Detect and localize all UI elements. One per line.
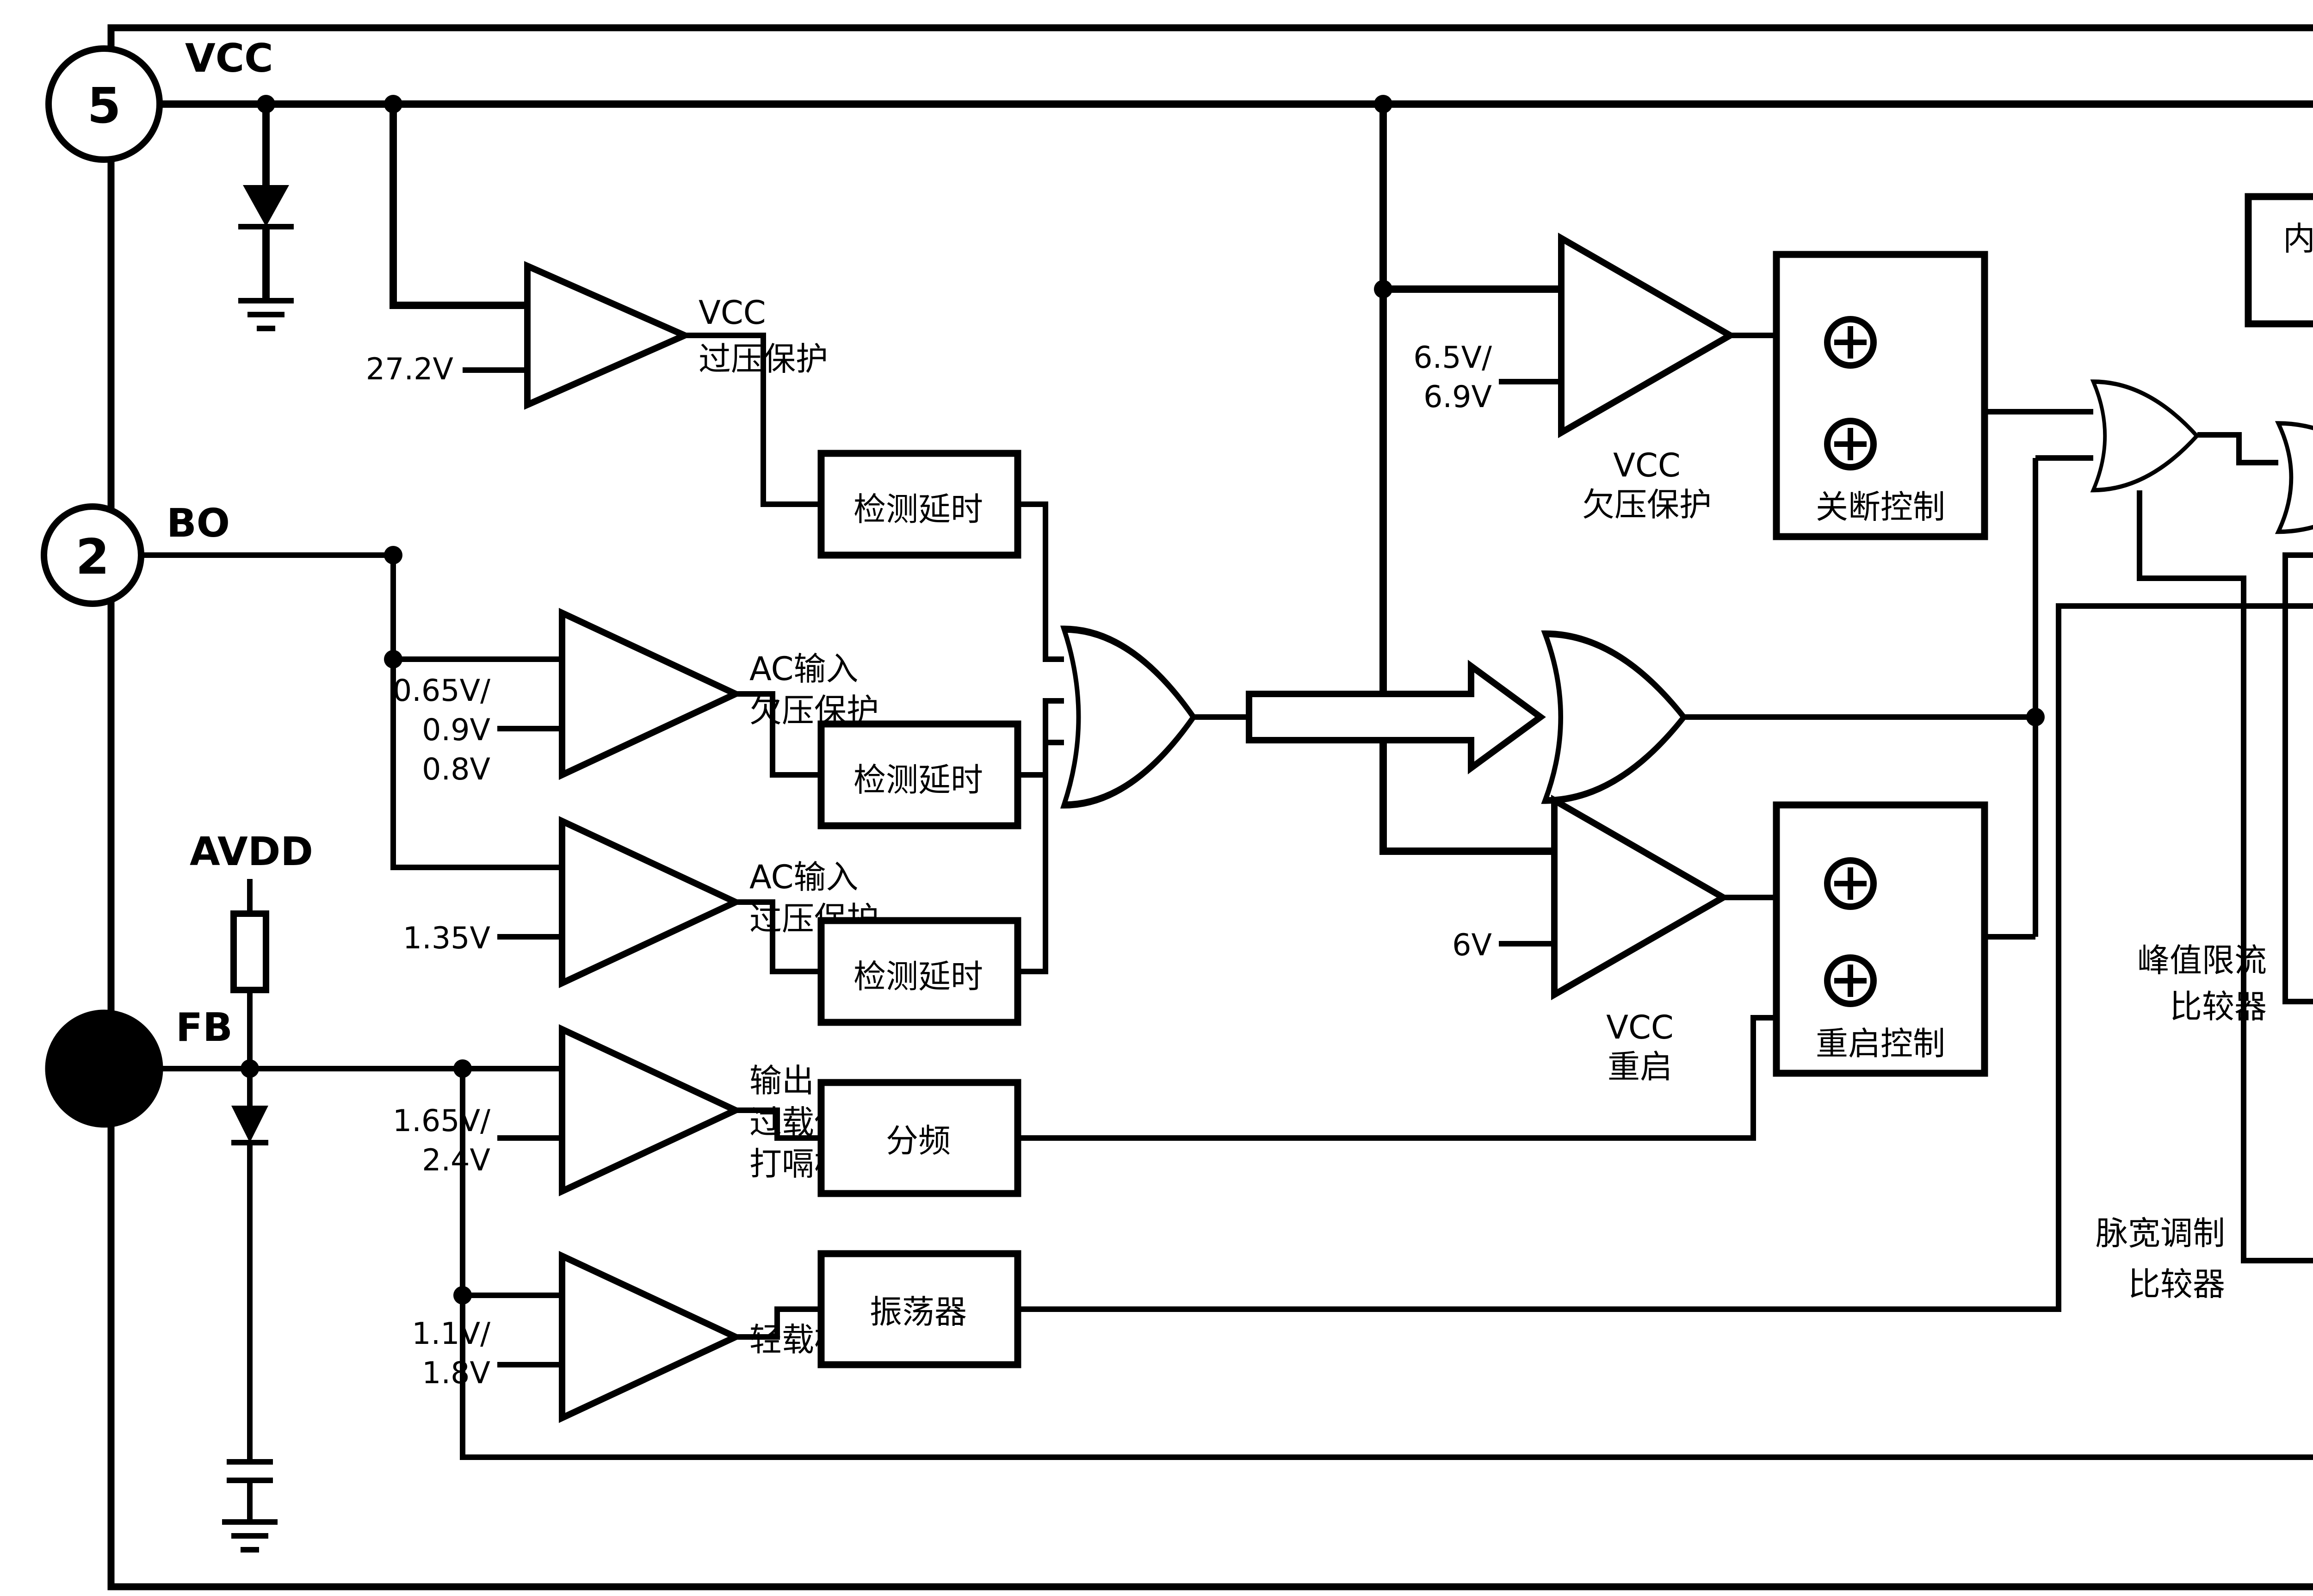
delay-block-3-label: 检测延时 <box>853 958 983 996</box>
divider-block <box>817 1079 1021 1197</box>
delay-block-3 <box>817 917 1021 1026</box>
comparator-ac-uv <box>559 608 743 780</box>
pin-fb-number: 1 <box>87 1042 121 1099</box>
pin-bo-number: 2 <box>75 529 109 585</box>
label-vcc-ovp-2: 过压保护 <box>699 340 828 378</box>
label-restart-2: 重启 <box>1608 1048 1672 1086</box>
wires <box>141 100 2313 1522</box>
internal-supply-label-1: 内部供电 <box>2283 220 2313 258</box>
label-restart-1: VCC <box>1606 1008 1674 1046</box>
or-gate-2 <box>1541 630 1688 804</box>
ground-icon <box>238 298 294 331</box>
restart-control-label: 重启控制 <box>1816 1025 1945 1063</box>
junction-dots <box>241 95 2045 1305</box>
fb-bias-chain: AVDD <box>190 829 313 1553</box>
junction-dot <box>453 1059 472 1078</box>
pin-bo-label: BO <box>167 501 230 546</box>
ref-vcc-ovp: 27.2V <box>366 352 453 387</box>
comparator-light-load <box>559 1251 743 1423</box>
delay-block-1 <box>817 450 1021 559</box>
pin-vcc-number: 5 <box>87 78 121 134</box>
middle-logic-section: 6.5V/ 6.9V VCC 欠压保护 6V VCC 重启 关断控制 <box>1060 232 2313 1086</box>
wire-vcc-rail <box>160 100 2313 855</box>
wire-logic-chain <box>1194 409 2313 1263</box>
label-pwm-1: 脉宽调制 <box>2096 1214 2225 1252</box>
label-olp-1: 输出 <box>749 1062 814 1100</box>
pin-bo <box>41 503 144 607</box>
comparator-vcc-ovp <box>524 261 693 410</box>
top-section: 高压启动 电流源 内部供电 电源 AVDD <box>238 185 2313 331</box>
comparator-ac-ov <box>559 816 743 988</box>
label-ac-ov-1: AC输入 <box>749 858 859 896</box>
oscillator-block-label: 振荡器 <box>870 1293 967 1331</box>
internal-supply-block <box>2245 193 2313 328</box>
divider-block-label: 分频 <box>886 1122 951 1160</box>
label-peak-2: 比较器 <box>2170 988 2267 1026</box>
wire-block-outputs <box>1018 501 2313 1312</box>
or-gate-3 <box>2090 379 2200 493</box>
ref-ac-uv-3: 0.8V <box>422 752 490 787</box>
junction-dot <box>384 546 402 564</box>
junction-dot <box>1374 280 1392 298</box>
ref-olp-1: 1.65V/ <box>393 1104 490 1138</box>
ref-restart-1: 6V <box>1452 928 1492 963</box>
zener-diode-icon <box>243 185 289 227</box>
ground-icon <box>222 1519 278 1553</box>
right-output-section: R S Q 逻辑控制电路 栅极驱动 MOS 峰值限流 <box>2096 941 2313 1303</box>
capacitor-icon <box>227 1459 273 1483</box>
latch-gate-icon <box>1824 857 1877 1007</box>
avdd-net-label-left: AVDD <box>190 829 313 875</box>
junction-dot <box>257 95 275 113</box>
ref-olp-2: 2.4V <box>422 1143 490 1178</box>
junction-dot <box>2026 708 2045 726</box>
wire-ref-stubs <box>463 367 1561 1367</box>
ref-light-2: 1.8V <box>422 1356 490 1391</box>
restart-control-block <box>1773 801 1988 1077</box>
label-vcc-ovp-1: VCC <box>699 294 766 332</box>
junction-dot <box>241 1059 259 1078</box>
oscillator-block <box>817 1250 1021 1368</box>
comparator-vcc-uvlo <box>1558 232 1737 439</box>
wire-comparator-outputs <box>685 333 1776 1340</box>
left-protection-section: 27.2V VCC 过压保护 0.65V/ 0.9V 0.8V AC输入 欠压保… <box>366 261 1021 1423</box>
delay-block-1-label: 检测延时 <box>853 490 983 528</box>
pin-vcc-label: VCC <box>185 36 273 81</box>
label-peak-1: 峰值限流 <box>2137 941 2267 979</box>
resistor-icon <box>230 910 269 993</box>
pins: 5 VCC 2 BO 1 FB 7 DRAIN 6 DRAIN 4 CS 3 G… <box>41 36 273 1128</box>
junction-dot <box>384 650 402 668</box>
ref-uvlo-2: 6.9V <box>1423 380 1492 414</box>
label-uvlo-2: 欠压保护 <box>1582 486 1712 524</box>
ref-ac-ov-1: 1.35V <box>403 921 490 956</box>
ref-ac-uv-1: 0.65V/ <box>393 674 490 708</box>
delay-block-2-label: 检测延时 <box>853 761 983 799</box>
ref-ac-uv-2: 0.9V <box>422 713 490 748</box>
ref-uvlo-1: 6.5V/ <box>1413 340 1492 375</box>
ref-light-1: 1.1V/ <box>412 1317 490 1351</box>
label-ac-uv-1: AC输入 <box>749 650 859 688</box>
wire-fb-net <box>160 879 2313 1522</box>
junction-dot <box>384 95 402 113</box>
latch-gate-icon <box>1824 316 1877 470</box>
or-gate-4 <box>2275 421 2313 534</box>
pin-fb-label: FB <box>176 1005 233 1051</box>
label-pwm-2: 比较器 <box>2128 1265 2225 1303</box>
delay-block-2 <box>817 720 1021 829</box>
shutdown-control-label: 关断控制 <box>1816 488 1945 526</box>
diode-icon <box>231 1106 268 1143</box>
shutdown-control-block <box>1773 251 1988 540</box>
label-uvlo-1: VCC <box>1613 446 1681 484</box>
junction-dot <box>1374 95 1392 113</box>
comparator-olp <box>559 1024 743 1196</box>
or-gate-1 <box>1060 625 1197 809</box>
junction-dot <box>453 1286 472 1305</box>
pin-fb <box>45 1009 163 1128</box>
comparator-vcc-restart <box>1551 794 1730 1001</box>
bus-arrow-icon <box>1246 660 1546 774</box>
pin-vcc <box>45 45 163 163</box>
